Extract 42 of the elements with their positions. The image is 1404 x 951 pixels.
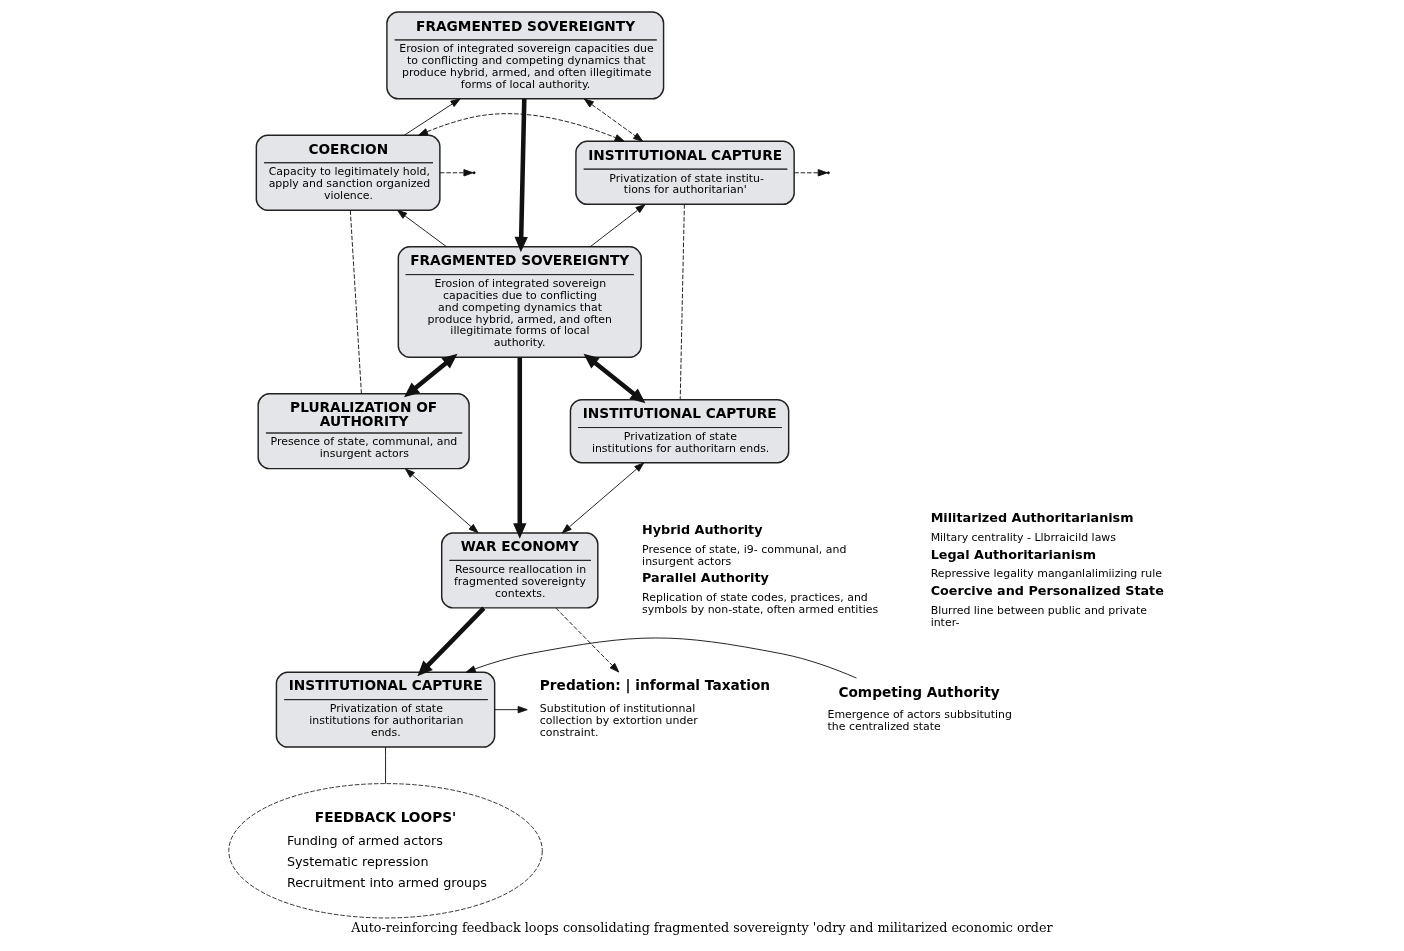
- arrow: [465, 637, 857, 679]
- arrow: [439, 169, 474, 177]
- label: Replication of state codes, practices, and symbols by non-state, often armed entities: [642, 591, 879, 616]
- arrow: [583, 353, 646, 404]
- arrow: [404, 353, 458, 398]
- connector: [385, 746, 386, 785]
- arrow: [403, 98, 461, 136]
- label: Presence of state, i9- communal, and insurgent actors: [642, 542, 847, 568]
- arrow: [417, 606, 486, 677]
- node-box: PLURALIZATION OF AUTHORITY Presence of state, communal, and insurgent actors: [257, 393, 470, 470]
- connector: [349, 210, 362, 395]
- node-text: Competing Authority Emergence of actors subbsituting the centralized state: [827, 683, 1012, 734]
- node-box: INSTITUTIONAL CAPTURE Privatization of state institutions for authoritarian ends.: [275, 671, 496, 748]
- node-text: Predation: | informal Taxation Substitution of institutionnal collection by extortion under constraint.: [539, 677, 771, 739]
- connector: [679, 203, 685, 400]
- arrow: [418, 113, 625, 142]
- arrow: [514, 98, 528, 253]
- label: Legal Authoritarianism: [930, 546, 1096, 562]
- label: Hybrid Authority: [642, 522, 763, 538]
- node-box: INSTITUTIONAL CAPTURE Privatization of state institutions for authoritarn ends.: [569, 398, 790, 464]
- arrow: [589, 204, 646, 248]
- label: Blurred line between public and private inter-: [930, 603, 1147, 629]
- node-ellipse: FEEDBACK LOOPS' Funding of armed actors Systematic repression Recruitment into armed groups: [228, 783, 543, 919]
- label: Repressive legality manganlalimiizing rule: [930, 567, 1163, 581]
- node-box: INSTITUTIONAL CAPTURE Privatization of state institu- tions for authoritarian': [575, 140, 795, 205]
- node-box: COERCION Capacity to legitimately hold, apply and sanction organized violence.: [255, 134, 441, 211]
- arrow: [397, 209, 447, 248]
- label: Miltary centrality - Llbrraicild laws: [930, 530, 1117, 544]
- arrow: [793, 169, 828, 177]
- arrow: [561, 462, 645, 534]
- node-box: FRAGMENTED SOVEREIGNTY Erosion of integrated sovereign capacities due to conflicting and competing dynamics that produce hybrid, armed, and often illegitimate forms of local authority.: [386, 11, 665, 100]
- arrow: [494, 706, 528, 714]
- node-box: FRAGMENTED SOVEREIGNTY Erosion of integrated sovereign capacities due to conflicting and competing dynamics that produce hybrid, armed, and often illegitimate forms of local authority.: [397, 246, 642, 358]
- caption: Auto-reinforcing feedback loops consolidating fragmented sovereignty 'odry and militarized economic order: [351, 919, 1053, 935]
- label: Militarized Authoritarianism: [930, 510, 1134, 526]
- arrow: [583, 98, 644, 142]
- arrow: [405, 468, 479, 534]
- label: Parallel Authority: [642, 570, 769, 586]
- arrow: [555, 607, 620, 673]
- label: Coercive and Personalized State: [930, 583, 1164, 599]
- arrow: [513, 357, 527, 539]
- node-box: WAR ECONOMY Resource reallocation in fragmented sovereignty contexts.: [440, 532, 599, 609]
